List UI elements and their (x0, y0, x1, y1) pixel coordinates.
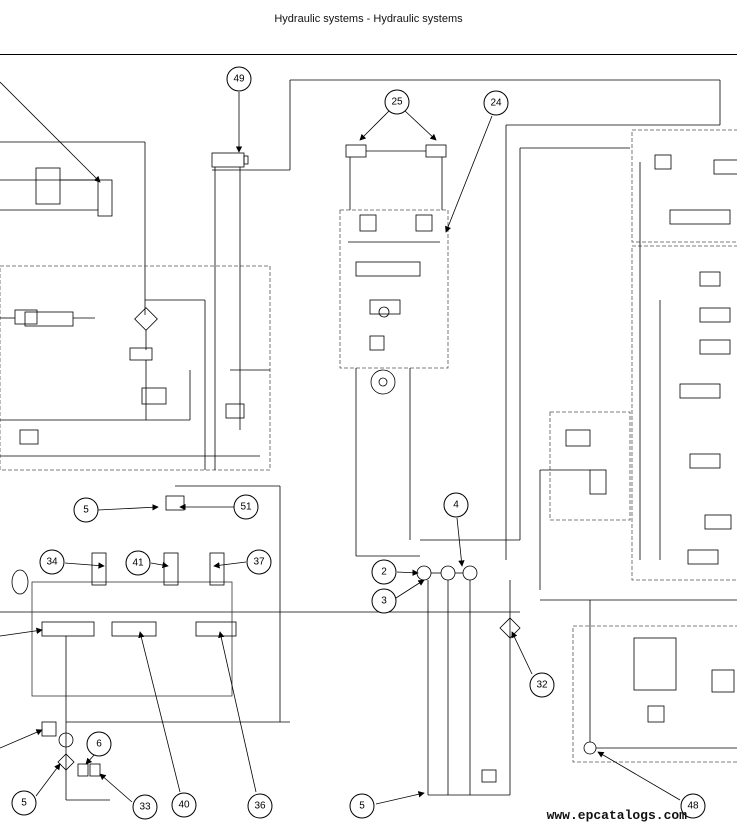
callout-51-circle (233, 494, 259, 520)
callouts (11, 66, 706, 820)
callout-5c-circle (349, 793, 375, 819)
callout-33-circle (132, 794, 158, 820)
callout-4: 4 (453, 500, 459, 511)
page-title: Hydraulic systems - Hydraulic systems (274, 13, 463, 25)
callout-41-circle (125, 550, 151, 576)
leader-25-left (359, 109, 391, 141)
leader-left-mid (0, 627, 43, 637)
callout-5b-circle (11, 790, 37, 816)
callout-5b: 5 (21, 798, 27, 809)
callout-32: 32 (536, 680, 548, 691)
callout-48: 48 (687, 801, 699, 812)
callout-6-circle (86, 731, 112, 757)
callout-49-circle (226, 66, 252, 92)
callout-5a-circle (73, 497, 99, 523)
steering-valve-box (339, 209, 449, 369)
callout-3: 3 (381, 596, 387, 607)
callout-4-circle (443, 492, 469, 518)
middle-right-dashed-box (549, 411, 631, 521)
bottom-right-valves (540, 599, 737, 755)
bottom-right-dashed-box (572, 625, 737, 763)
leader-top-left (0, 81, 101, 183)
callout-48-circle (680, 793, 706, 819)
leader-left-lower (0, 729, 43, 749)
callout-2: 2 (381, 567, 387, 578)
left-middle-valve-group (0, 299, 260, 470)
leader-36 (218, 631, 257, 793)
leader-4 (456, 517, 465, 567)
leader-34 (64, 562, 105, 569)
callout-33: 33 (139, 802, 151, 813)
leader-5a (97, 504, 159, 511)
cylinder-49 (211, 79, 721, 470)
middle-right-valve (539, 429, 607, 590)
leader-41 (150, 561, 169, 569)
callout-49: 49 (233, 74, 245, 85)
leader-5c (375, 791, 425, 805)
callout-25: 25 (391, 97, 403, 108)
callout-36: 36 (254, 801, 266, 812)
callout-32-circle (529, 672, 555, 698)
callout-36-circle (247, 793, 273, 819)
leader-2 (396, 569, 419, 576)
leader-32 (511, 631, 533, 675)
right-valve-stack (639, 154, 737, 565)
right-top-dashed-box (631, 129, 737, 243)
steering-group (339, 124, 720, 560)
callout-25-circle (384, 89, 410, 115)
left-top-cylinder-group (0, 141, 146, 315)
leader-37 (213, 561, 247, 569)
right-main-dashed-box (631, 245, 737, 581)
callout-5c: 5 (359, 801, 365, 812)
callout-labels: 49 25 24 5 51 4 34 41 37 2 3 32 6 5 33 4… (21, 74, 699, 813)
leader-24 (445, 115, 493, 233)
callout-40: 40 (178, 800, 190, 811)
callout-34: 34 (46, 557, 58, 568)
leader-33 (99, 773, 133, 803)
pump-group (0, 565, 521, 796)
callout-34-circle (39, 549, 65, 575)
leader-25-right (403, 109, 437, 141)
callout-2-circle (371, 559, 397, 585)
callout-5a: 5 (83, 505, 89, 516)
leader-6 (85, 753, 96, 765)
callout-51: 51 (240, 502, 252, 513)
bottom-left-valve-box (31, 581, 233, 697)
callout-24: 24 (490, 98, 502, 109)
watermark: www.epcatalogs.com (546, 808, 687, 823)
leader-5b (35, 763, 61, 797)
callout-6: 6 (96, 739, 102, 750)
callout-41: 41 (132, 558, 144, 569)
leader-40 (138, 631, 181, 793)
leader-48 (597, 751, 681, 801)
callout-3-circle (371, 588, 397, 614)
callout-40-circle (171, 792, 197, 818)
callout-37: 37 (253, 557, 265, 568)
left-middle-dashed-box (0, 265, 271, 471)
pump-51-valve (165, 485, 281, 722)
callout-37-circle (246, 549, 272, 575)
leader-3 (395, 579, 425, 599)
callout-24-circle (483, 90, 509, 116)
header-divider (0, 54, 737, 55)
